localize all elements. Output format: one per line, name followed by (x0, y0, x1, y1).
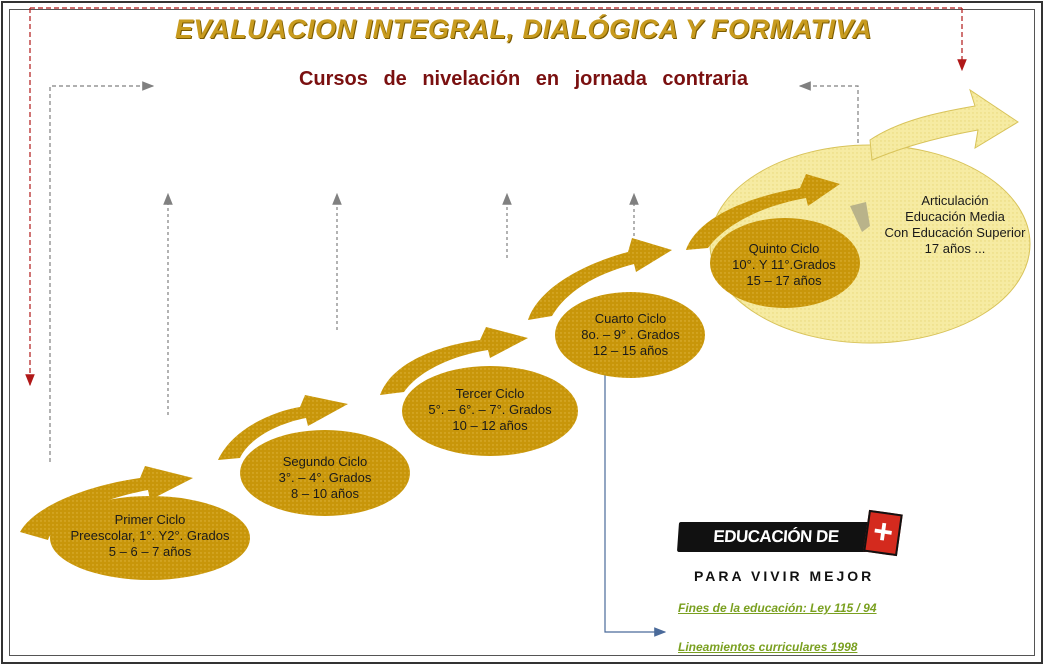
page-title: EVALUACION INTEGRAL, DIALÓGICA Y FORMATI… (174, 14, 872, 44)
big-light-arrow (869, 88, 1019, 161)
education-quality-logo: EDUCACIÓN DE CALIDAD + (676, 509, 908, 576)
articulation-label: Articulación Educación Media Con Educaci… (870, 193, 1040, 257)
cycle-label-4: Cuarto Ciclo 8o. – 9° . Grados 12 – 15 a… (558, 311, 703, 359)
cycle-grades: 3°. – 4°. Grados (278, 470, 372, 485)
cycle-label-1: Primer Ciclo Preescolar, 1°. Y2°. Grados… (50, 512, 250, 560)
cycle-ellipse-5 (710, 218, 860, 308)
cycle-name: Quinto Ciclo (748, 241, 820, 256)
articulation-line-2: Educación Media (905, 209, 1005, 224)
link-lineamientos-curriculares[interactable]: Lineamientos curriculares 1998 (678, 640, 858, 654)
curve-arrow-3 (380, 327, 528, 395)
cycle-label-5: Quinto Ciclo 10°. Y 11°.Grados 15 – 17 a… (714, 241, 854, 289)
cycle-ages: 10 – 12 años (452, 418, 528, 433)
curve-arrow-5 (686, 174, 840, 250)
cycle-ages: 12 – 15 años (592, 343, 669, 358)
link-fines-educacion[interactable]: Fines de la educación: Ley 115 / 94 (678, 601, 877, 615)
cycle-ages: 8 – 10 años (291, 486, 359, 501)
logo-tagline: PARA VIVIR MEJOR (694, 568, 875, 584)
cycle-name: Segundo Ciclo (282, 454, 368, 469)
articulation-line-1: Articulación (921, 193, 989, 208)
cycle-name: Cuarto Ciclo (594, 311, 667, 326)
curve-arrow-2 (218, 395, 348, 460)
cycle-ages: 5 – 6 – 7 años (108, 544, 192, 559)
inner-gray-arrow (850, 202, 870, 232)
cycle-ellipse-4 (555, 292, 705, 378)
cycle-name: Primer Ciclo (114, 512, 186, 527)
cycle-label-3: Tercer Ciclo 5°. – 6°. – 7°. Grados 10 –… (405, 386, 575, 434)
curve-arrow-4 (528, 238, 672, 320)
cycle-ellipse-1 (50, 496, 250, 580)
articulation-line-4: 17 años ... (924, 241, 986, 256)
cycle-ages: 15 – 17 años (746, 273, 822, 288)
page-subtitle: Cursos de nivelación en jornada contrari… (298, 68, 748, 90)
cycle-grades: Preescolar, 1°. Y2°. Grados (70, 528, 230, 543)
inner-frame (9, 9, 1035, 656)
cycle-label-2: Segundo Ciclo 3°. – 4°. Grados 8 – 10 añ… (245, 454, 405, 502)
articulation-line-3: Con Educación Superior (884, 225, 1026, 240)
cycle-name: Tercer Ciclo (455, 386, 525, 401)
blue-connector-arrow (604, 370, 667, 637)
cycle-ellipse-3 (402, 366, 578, 456)
cycle-ellipse-2 (240, 430, 410, 516)
plus-icon: + (863, 509, 903, 557)
cycle-grades: 10°. Y 11°.Grados (732, 257, 836, 272)
gray-dashed-left-vertical (49, 81, 155, 462)
logo-wordmark: EDUCACIÓN DE CALIDAD (676, 522, 876, 576)
gray-dashed-right-horizontal (798, 81, 859, 150)
cycle-grades: 5°. – 6°. – 7°. Grados (428, 402, 552, 417)
cycle-grades: 8o. – 9° . Grados (581, 327, 680, 342)
